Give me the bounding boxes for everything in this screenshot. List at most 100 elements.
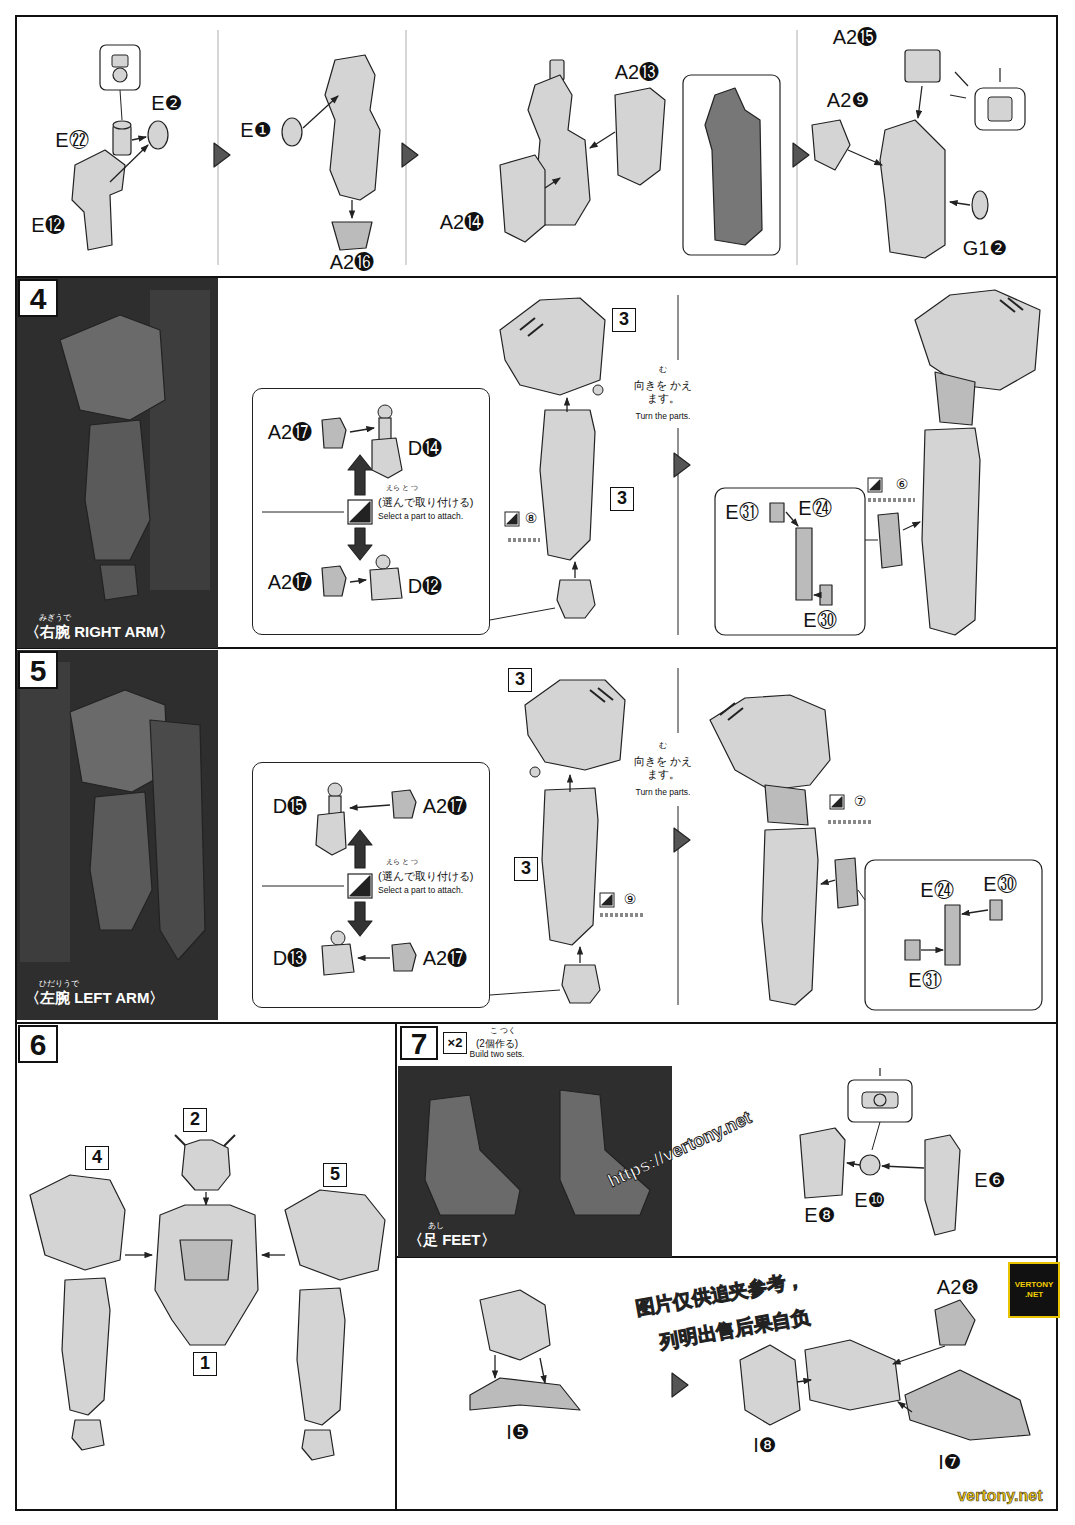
part-shape — [593, 385, 603, 395]
detail-callout — [865, 860, 1042, 1010]
rule-line — [720, 703, 735, 715]
choice-box-text: えら と つ — [386, 484, 418, 492]
part-number: A2⓯ — [833, 26, 877, 48]
part-shape — [282, 118, 302, 146]
assembly-arrow — [574, 562, 575, 578]
watermark-logo-text: VERTONY .NET — [1013, 1280, 1055, 1301]
assembly-arrow — [125, 1254, 152, 1255]
part-shape — [796, 528, 812, 600]
assembly-arrow — [358, 957, 390, 958]
part-shape — [805, 1340, 900, 1410]
panel-border — [16, 1022, 1057, 1024]
assembly-arrow — [893, 1346, 945, 1364]
choice-icon — [348, 500, 372, 524]
part-shape — [925, 1135, 960, 1235]
choice-box-text: えら と つ — [386, 858, 418, 866]
part-number: E⓬ — [31, 214, 64, 236]
photo-caption-text: ひだりうで — [39, 980, 79, 989]
assembly-arrow — [847, 1163, 860, 1165]
part-number: D⓬ — [408, 575, 442, 597]
part-number: E❶ — [240, 119, 271, 141]
part-number: A2⓮ — [440, 211, 484, 233]
part-number: A2⓭ — [615, 61, 659, 83]
part-number: A2⓱ — [423, 947, 467, 969]
part-number: G1❷ — [963, 237, 1008, 259]
part-shape — [880, 120, 945, 258]
assembly-arrow — [786, 512, 798, 526]
part-shape — [72, 1420, 104, 1450]
reference-box-text: 5 — [330, 1165, 340, 1185]
photo-figure — [425, 1095, 520, 1215]
step-number-text: 7 — [411, 1027, 428, 1060]
panel-border — [16, 276, 1057, 278]
sticker-bar — [508, 538, 540, 542]
part-shape — [800, 1128, 845, 1198]
part-shape — [770, 503, 784, 522]
part-number: E❿ — [854, 1189, 885, 1211]
part-shape — [525, 680, 625, 770]
assembly-arrow — [545, 178, 560, 188]
choice-arrow — [348, 455, 372, 495]
part-number: A2⓱ — [423, 795, 467, 817]
part-shape — [322, 418, 346, 448]
choice-arrow — [348, 528, 372, 560]
part-number: A2❽ — [937, 1276, 979, 1298]
part-shape — [935, 372, 975, 425]
reference-box: 1 — [193, 1352, 217, 1376]
sticker-icon — [600, 893, 614, 907]
part-number: E㉛ — [725, 501, 758, 523]
part-shape — [180, 1240, 232, 1280]
part-shape — [370, 568, 402, 600]
reference-box-text: 3 — [515, 670, 525, 690]
part-shape — [113, 121, 131, 129]
assembly-arrow — [579, 947, 580, 963]
part-shape — [148, 121, 168, 149]
choice-box-text: Select a part to attach. — [378, 512, 463, 521]
watermark: 列明出售后果自负 — [658, 1307, 811, 1354]
part-number: E❷ — [151, 92, 182, 114]
detail-bubble — [848, 1080, 912, 1122]
part-shape — [372, 438, 402, 478]
step-number-text: 4 — [30, 282, 47, 315]
sticker-bar — [600, 913, 645, 917]
choice-arrow — [348, 902, 372, 936]
part-shape — [905, 940, 920, 960]
watermark: vertony.net — [957, 1487, 1042, 1505]
divider-line — [262, 512, 344, 513]
part-shape — [112, 55, 128, 67]
part-shape — [922, 428, 980, 635]
assembly-arrow — [566, 398, 567, 412]
sticker-icon — [868, 478, 882, 492]
sticker-bar — [828, 820, 872, 824]
sticker-number: ⑦ — [854, 794, 867, 809]
part-shape — [740, 1345, 800, 1425]
divider-line — [678, 295, 679, 360]
assembly-arrow — [962, 910, 988, 914]
choice-arrow — [348, 830, 372, 868]
sticker-number: ⑧ — [525, 511, 538, 526]
choice-icon — [348, 874, 372, 898]
part-shape — [835, 858, 858, 908]
step-number-text: 5 — [30, 654, 47, 687]
assembly-arrow — [205, 1192, 206, 1205]
assembly-arrow — [848, 150, 882, 165]
part-shape — [915, 290, 1040, 390]
step-arrow — [214, 143, 230, 167]
assembly-arrow — [814, 594, 820, 595]
rule-line — [955, 72, 968, 86]
step-number: 4 — [18, 279, 58, 317]
part-number: A2⓰ — [330, 251, 374, 273]
part-shape — [530, 767, 540, 777]
part-shape — [316, 812, 346, 855]
watermark-logo: VERTONY .NET — [1008, 1262, 1060, 1318]
choice-box-text: (選んで取り付ける) — [378, 496, 473, 508]
sticker-number: ⑨ — [624, 892, 637, 907]
assembly-arrow — [569, 775, 570, 792]
part-number: E㉛ — [908, 969, 941, 991]
step-number: 6 — [18, 1025, 58, 1063]
part-shape — [972, 191, 988, 219]
part-shape — [500, 155, 545, 242]
furigana: こ つく — [490, 1027, 516, 1036]
part-shape — [297, 1288, 345, 1425]
